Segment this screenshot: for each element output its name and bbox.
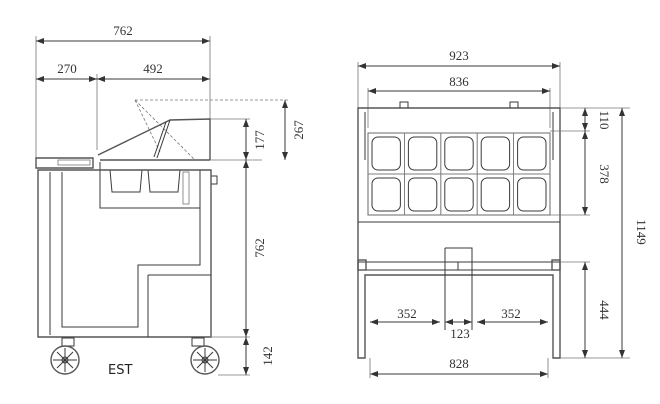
cabinet-body [37, 169, 212, 338]
food-pan [444, 177, 474, 212]
lid-open-outline [134, 99, 290, 161]
caster-mount [191, 337, 205, 347]
pan-slot [513, 173, 551, 216]
extension-lines [369, 358, 549, 378]
dim-lid-height: 177 [252, 130, 267, 150]
dim-overall-width: 923 [449, 48, 469, 63]
extension-lines [550, 107, 630, 359]
extension-lines [35, 36, 211, 160]
dim-overall-depth: 762 [113, 23, 133, 38]
dim-caster-height: 142 [260, 346, 275, 366]
rear-latch [210, 175, 218, 185]
right-bracket [551, 259, 561, 271]
left-bracket [357, 259, 367, 271]
dim-body-height: 762 [252, 238, 267, 258]
food-pan [480, 136, 511, 171]
well-bracket [182, 171, 190, 205]
lid-hinges [399, 101, 519, 108]
caster-spokes [53, 348, 77, 372]
caster-rear [190, 337, 220, 375]
pan-well [99, 162, 201, 209]
food-pan [407, 177, 438, 212]
food-pan [517, 177, 547, 212]
dim-top-margin: 110 [597, 110, 612, 129]
food-pan [517, 136, 547, 171]
front-view: 923 836 352 123 352 828 110 378 444 1149 [357, 48, 649, 378]
dim-leg-span: 828 [449, 356, 469, 371]
dim-left-span: 352 [397, 306, 417, 321]
food-pan [480, 177, 511, 212]
caster-spokes [193, 348, 217, 372]
center-post [444, 247, 473, 330]
side-view: 762 270 492 EST [35, 23, 306, 378]
dim-lid-open-height: 267 [291, 120, 306, 140]
frame-details [358, 112, 560, 271]
extension-lines [357, 62, 561, 128]
food-pan [444, 136, 474, 171]
view-label: EST [108, 363, 132, 378]
food-pan [371, 177, 401, 212]
dim-inner-width: 836 [449, 74, 469, 89]
caster-front [50, 337, 80, 375]
cabinet-inner-outline [49, 172, 211, 337]
dim-overall-height: 1149 [634, 219, 649, 245]
lid-strut [153, 119, 171, 159]
dim-body-depth: 492 [143, 61, 163, 76]
front-frame [357, 107, 561, 359]
cutting-shelf [35, 157, 94, 169]
caster-mount [61, 337, 75, 347]
dim-leg-height: 444 [597, 300, 612, 320]
lid [97, 118, 211, 160]
caster-wheel [190, 345, 220, 375]
pan-grid [367, 132, 551, 216]
dim-pan-area-height: 378 [597, 164, 612, 184]
dim-center-span: 123 [450, 326, 470, 341]
shelf-handle [57, 159, 91, 166]
food-pan [407, 136, 438, 171]
extension-lines [210, 118, 262, 376]
dim-right-span: 352 [501, 306, 521, 321]
caster-wheel [50, 345, 80, 375]
food-pan [371, 136, 401, 171]
dim-shelf-depth: 270 [57, 61, 77, 76]
